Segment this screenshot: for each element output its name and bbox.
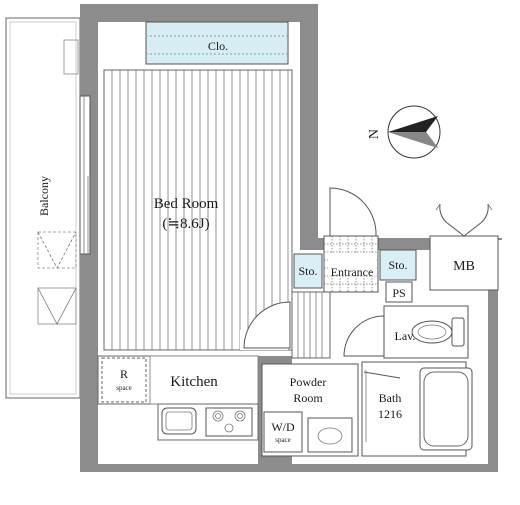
storage-right-label: Sto.: [388, 258, 407, 272]
storage-right: [379, 249, 417, 281]
labels: Clo. Bed Room (≒8.6J) Balcony Kitchen R …: [37, 39, 475, 444]
washer-label: W/D: [271, 420, 295, 434]
lavatory-label: Lav.: [395, 329, 416, 343]
balcony-label: Balcony: [37, 176, 51, 216]
powder-room-label-2: Room: [293, 391, 323, 405]
balcony-window: [79, 95, 91, 255]
bedroom-door: [240, 301, 291, 350]
kitchen-label: Kitchen: [170, 374, 218, 390]
closet-area: [145, 21, 289, 65]
r-space-sub: space: [116, 384, 132, 392]
meter-box: [429, 203, 499, 291]
entrance-label: Entrance: [331, 265, 374, 279]
compass-label: N: [367, 129, 382, 139]
mb-label: MB: [453, 259, 475, 274]
washer-space: [263, 411, 303, 453]
bath: [361, 361, 473, 457]
bath-size: 1216: [378, 407, 402, 421]
lavatory: [343, 305, 469, 359]
entrance: [323, 187, 379, 293]
bedroom-floorboards: [103, 69, 331, 359]
powder-room-label-1: Powder: [290, 375, 327, 389]
storage-left-label: Sto.: [298, 264, 317, 278]
stove: [205, 407, 253, 437]
kitchen: [97, 355, 259, 441]
bath-label: Bath: [379, 391, 402, 405]
pipe-space: [385, 281, 413, 303]
wash-basin: [307, 417, 353, 453]
compass: [387, 105, 441, 159]
powder-room: [261, 363, 359, 457]
r-space-label: R: [120, 367, 128, 381]
bedroom-size: (≒8.6J): [162, 216, 209, 232]
closet-label: Clo.: [208, 39, 228, 53]
refrigerator-space: [101, 357, 147, 403]
sink: [161, 407, 197, 435]
storage-left: [293, 253, 323, 289]
washer-sub: space: [275, 436, 291, 444]
ps-label: PS: [392, 286, 405, 300]
bedroom-label: Bed Room: [154, 196, 219, 212]
